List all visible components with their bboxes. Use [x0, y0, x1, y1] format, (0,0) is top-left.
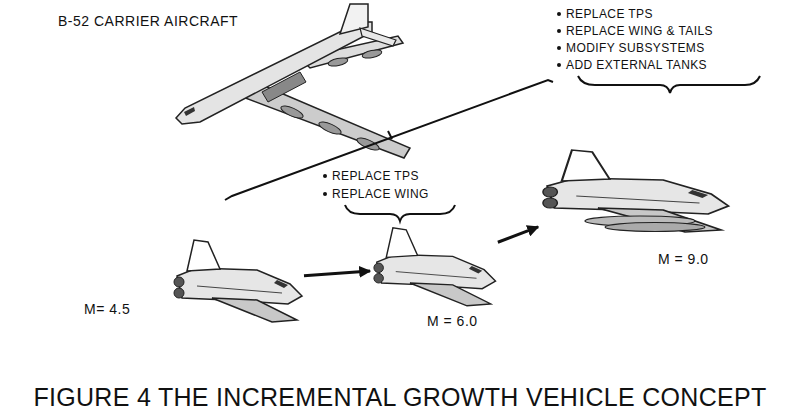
modification-note: MODIFY SUBSYSTEMS [566, 40, 705, 56]
bullet [323, 192, 327, 196]
modification-note: REPLACE WING [332, 186, 429, 202]
aircraft-name: B-52 CARRIER AIRCRAFT [58, 12, 238, 30]
vehicle-mach-6 [374, 228, 496, 306]
carrier-aircraft: B-52 CARRIER AIRCRAFT [170, 2, 415, 162]
b52-engine [279, 103, 304, 120]
bullet [323, 174, 327, 178]
vehicle-mach-9 [543, 150, 729, 232]
modification-note: REPLACE TPS [332, 168, 419, 184]
progression-arrow [498, 227, 538, 242]
modification-note: ADD EXTERNAL TANKS [566, 57, 707, 73]
mach-number: M = 9.0 [658, 250, 709, 268]
external-tank [605, 223, 705, 232]
b52-pylon-hatch [262, 72, 306, 102]
vehicle-stage: M= 4.5 [172, 238, 302, 323]
b52-engine [327, 56, 348, 67]
b52-engine [361, 48, 382, 59]
carrier-bracket [225, 80, 553, 200]
modification-note: REPLACE WING & TAILS [566, 23, 713, 39]
list-brace [345, 205, 455, 221]
b52-stabilizer [360, 28, 396, 46]
figure-caption: FIGURE 4 THE INCREMENTAL GROWTH VEHICLE … [0, 382, 800, 412]
vehicle-stage: M = 6.0 [372, 226, 496, 307]
b52-cockpit [184, 107, 195, 116]
progression-arrow [304, 271, 370, 276]
carrier-bracket-tick [388, 131, 392, 139]
vehicle-mach-4-5 [174, 240, 302, 322]
b52-fuselage [176, 22, 372, 124]
list-brace [578, 76, 760, 93]
bullet [557, 29, 561, 33]
modification-note: REPLACE TPS [566, 6, 653, 22]
mach-number: M = 6.0 [427, 312, 478, 330]
bullet [557, 46, 561, 50]
vehicle-mach-9-body [543, 150, 729, 232]
mach-number: M= 4.5 [84, 300, 130, 318]
bullet [557, 63, 561, 67]
bullet [557, 12, 561, 16]
vehicle-stage: M = 9.0 [540, 148, 728, 233]
b52-engine [317, 119, 342, 136]
